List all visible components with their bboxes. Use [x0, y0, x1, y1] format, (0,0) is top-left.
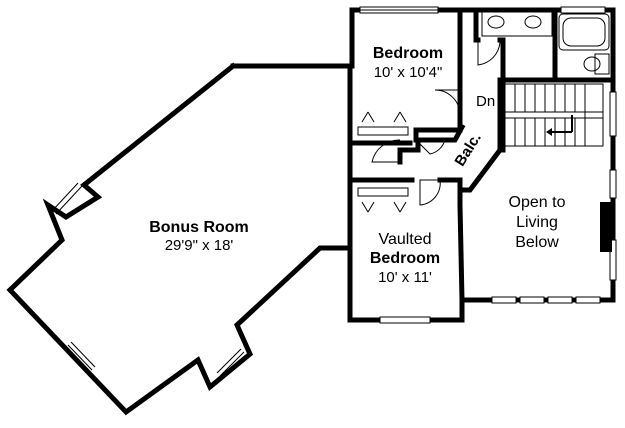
- open-below-line3: Below: [515, 234, 559, 251]
- open-below-line1: Open to: [509, 194, 566, 211]
- vaulted-bedroom-line1: Vaulted: [378, 231, 431, 248]
- sink-icon: [487, 15, 505, 29]
- bonus-room-size: 29'9" x 18': [165, 237, 234, 254]
- vaulted-bedroom-line2: Bedroom: [370, 250, 440, 267]
- bath-window: [560, 6, 606, 14]
- staircase: [504, 83, 604, 147]
- bedroom-name: Bedroom: [373, 45, 443, 62]
- open-below-windows: [491, 296, 601, 304]
- bath-fixtures: [481, 11, 610, 76]
- toilet-icon: [583, 56, 601, 72]
- bonus-room-name: Bonus Room: [149, 219, 249, 236]
- right-windows: [609, 91, 617, 281]
- bedroom-window-top: [359, 6, 439, 14]
- vaulted-bedroom-size: 10' x 11': [378, 269, 432, 286]
- window-bottom-left: [67, 344, 93, 371]
- bonus-room-windows: [51, 182, 245, 377]
- door-swings: [371, 40, 501, 206]
- bonus-room-walls: [6, 62, 353, 416]
- upper-walls: [347, 7, 616, 323]
- bathtub-icon: [558, 13, 610, 51]
- vaulted-bedroom-window: [379, 316, 431, 324]
- window-left-upper: [51, 182, 79, 212]
- bedroom-size: 10' x 10'4": [374, 64, 443, 81]
- toilet-tank: [594, 53, 610, 75]
- sink-icon: [524, 15, 542, 29]
- window-bottom-right: [219, 351, 245, 377]
- closets: [357, 111, 409, 213]
- stair-down-label: Dn: [476, 93, 495, 110]
- open-below-line2: Living: [516, 214, 558, 231]
- fireplace: [600, 202, 612, 252]
